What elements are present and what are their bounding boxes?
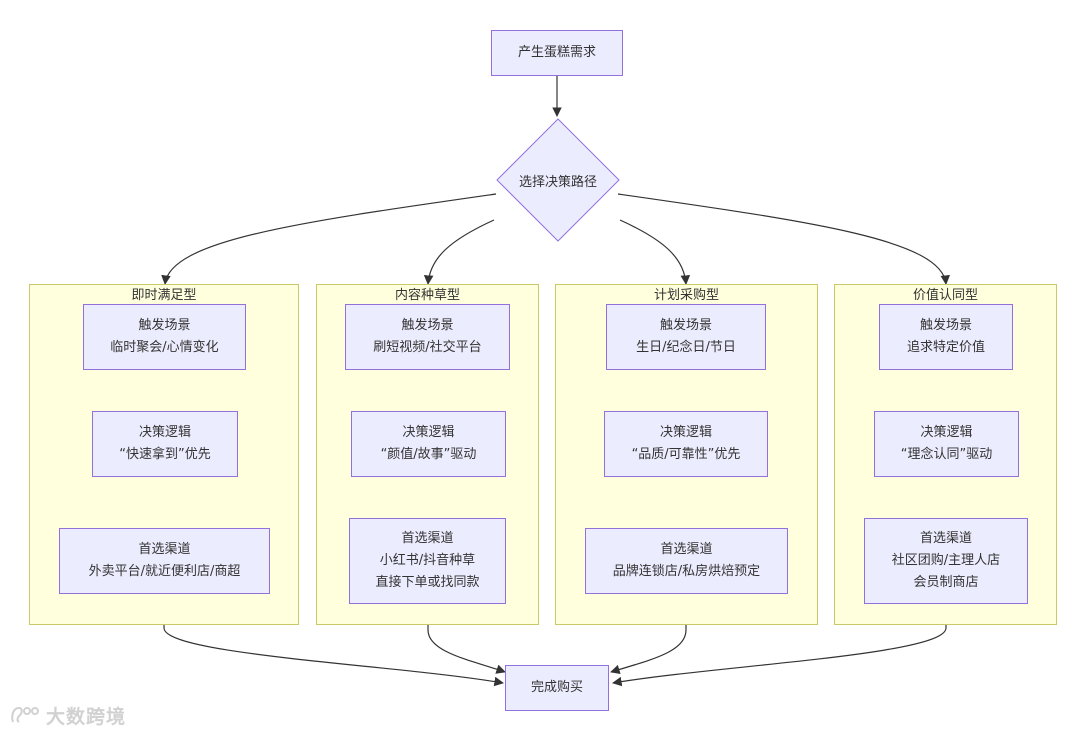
cluster-title: 即时满足型 [131, 288, 197, 303]
start-label: 产生蛋糕需求 [517, 45, 596, 60]
node-heading: 首选渠道 [401, 531, 454, 546]
edge-decision-to-path-3 [619, 219, 691, 285]
logic-node: 决策逻辑 “颜值/故事”驱动 [351, 411, 506, 477]
node-text: 会员制商店 [913, 575, 979, 590]
channel-node: 首选渠道 小红书/抖音种草 直接下单或找同款 [349, 518, 506, 604]
node-heading: 决策逻辑 [402, 425, 455, 440]
trigger-node: 触发场景 刷短视频/社交平台 [345, 304, 510, 370]
cluster-title: 价值认同型 [912, 288, 978, 303]
node-heading: 首选渠道 [660, 542, 713, 557]
cluster-title: 内容种草型 [394, 288, 460, 303]
end-label: 完成购买 [530, 680, 583, 695]
channel-node: 首选渠道 社区团购/主理人店 会员制商店 [864, 518, 1028, 604]
end-node: 完成购买 [505, 665, 609, 711]
node-text: 外卖平台/就近便利店/商超 [88, 564, 241, 579]
node-heading: 触发场景 [138, 318, 191, 333]
node-text: 临时聚会/心情变化 [110, 340, 219, 355]
node-text: 生日/纪念日/节日 [636, 340, 736, 355]
node-heading: 触发场景 [401, 318, 454, 333]
node-text: “快速拿到”优先 [119, 447, 211, 462]
node-text: 追求特定价值 [906, 340, 985, 355]
channel-node: 首选渠道 外卖平台/就近便利店/商超 [59, 528, 270, 594]
node-heading: 决策逻辑 [659, 425, 712, 440]
channel-node: 首选渠道 品牌连锁店/私房烘焙预定 [585, 528, 788, 594]
decision-diamond-shape [496, 118, 620, 242]
logic-node: 决策逻辑 “品质/可靠性”优先 [604, 411, 768, 477]
edge-p1-channel-to-end [163, 594, 504, 687]
node-heading: 决策逻辑 [920, 425, 973, 440]
edge-decision-to-path-2 [423, 219, 495, 285]
node-heading: 决策逻辑 [138, 425, 191, 440]
node-text: “品质/可靠性”优先 [631, 447, 741, 462]
node-heading: 首选渠道 [138, 542, 191, 557]
edge-p4-channel-to-end [612, 604, 947, 687]
trigger-node: 触发场景 临时聚会/心情变化 [83, 304, 246, 370]
node-text: 品牌连锁店/私房烘焙预定 [612, 564, 761, 579]
logic-node: 决策逻辑 “快速拿到”优先 [92, 411, 238, 477]
node-heading: 触发场景 [659, 318, 712, 333]
start-node: 产生蛋糕需求 [491, 30, 623, 76]
node-heading: 首选渠道 [919, 531, 972, 546]
logic-node: 决策逻辑 “理念认同”驱动 [874, 411, 1019, 477]
decision-label: 选择决策路径 [518, 174, 597, 190]
node-heading: 触发场景 [919, 318, 972, 333]
edge-p2-channel-to-end [427, 604, 506, 674]
node-text: “颜值/故事”驱动 [380, 447, 477, 462]
node-text: 社区团购/主理人店 [891, 553, 1001, 568]
watermark-text: 大数跨境 [46, 705, 127, 728]
trigger-node: 触发场景 追求特定价值 [879, 304, 1013, 370]
decision-node: 选择决策路径 [496, 118, 620, 242]
node-text: 直接下单或找同款 [375, 575, 480, 590]
node-text: 小红书/抖音种草 [379, 553, 476, 568]
node-text: 刷短视频/社交平台 [373, 340, 482, 355]
edge-decision-to-path-4 [617, 193, 950, 285]
watermark: 大数跨境 [10, 703, 127, 728]
node-text: “理念认同”驱动 [900, 447, 993, 462]
trigger-node: 触发场景 生日/纪念日/节日 [606, 304, 766, 370]
edge-decision-to-path-1 [161, 193, 497, 285]
edge-p3-channel-to-end [610, 594, 687, 675]
logo-icon [11, 706, 39, 723]
cluster-title: 计划采购型 [653, 288, 719, 303]
